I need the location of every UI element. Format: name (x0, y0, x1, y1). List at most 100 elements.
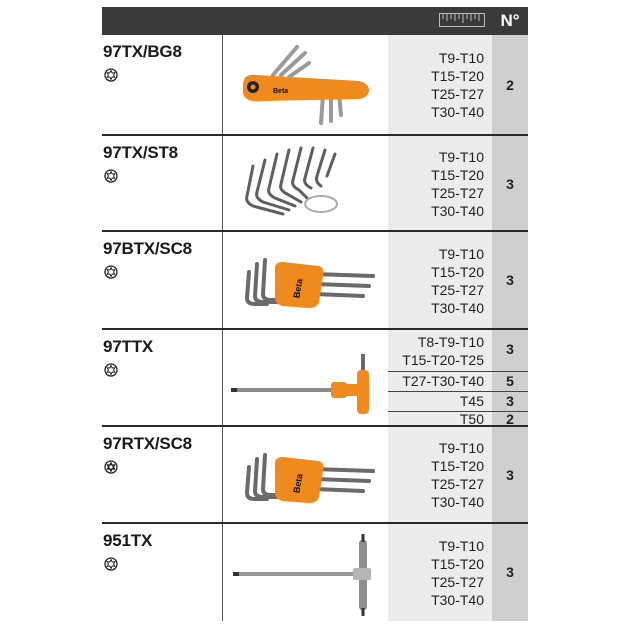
ruler-icon (439, 13, 485, 27)
size-range: T15-T20 (431, 263, 484, 280)
sizes-cell: T9-T10 T15-T20 T25-T27 T30-T40 (388, 524, 492, 621)
sizes-cell: T9-T10 T15-T20 T25-T27 T30-T40 (388, 35, 492, 135)
table-row: 97BTX/SC8 Beta T9-T10 T15-T20 (102, 232, 528, 329)
torx-key-catalog: N° 97TX/BG8 Beta T9-T10 T15-T20 (102, 7, 528, 621)
quantity: 2 (506, 411, 514, 427)
quantity: 2 (506, 77, 514, 93)
product-code: 951TX (103, 531, 153, 550)
tool-image-sliding-t-handle-wrench (223, 524, 387, 621)
product-code: 97RTX/SC8 (103, 434, 192, 453)
size-range: T9-T10 (438, 537, 484, 554)
product-code: 97TTX (103, 337, 154, 356)
code-cell: 97TTX (102, 330, 222, 426)
quantity-column-header: N° (500, 11, 520, 30)
size-range: T9-T10 (438, 50, 484, 66)
tool-image-folding-key-set: Beta (223, 35, 387, 135)
torx-icon (104, 68, 118, 82)
quantity: 3 (506, 393, 514, 409)
quantity-cell: 3 (492, 136, 528, 231)
quantity: 3 (506, 341, 514, 357)
table-header: N° (102, 7, 528, 35)
column-divider (222, 524, 223, 621)
size-range: T25-T27 (431, 184, 484, 201)
brand-label: Beta (273, 88, 288, 95)
quantity: 5 (506, 373, 514, 389)
size-range: T15-T20 (431, 555, 484, 572)
row-divider (102, 522, 528, 524)
size-range: T25-T27 (431, 281, 484, 298)
torx-icon (104, 557, 118, 571)
tool-image-key-set-in-holder: Beta (223, 232, 387, 329)
size-range: T8-T9-T10 (417, 334, 484, 350)
tool-image-key-set-in-holder: Beta (223, 427, 387, 523)
quantity-cell: 3 (492, 427, 528, 523)
sizes-cell: T9-T10 T15-T20 T25-T27 T30-T40 (388, 232, 492, 329)
size-range: T25-T27 (431, 86, 484, 102)
tool-image-key-set-on-ring (223, 136, 387, 231)
product-code: 97TX/ST8 (103, 143, 178, 162)
size-range: T30-T40 (431, 591, 484, 608)
table-row: 951TX T9-T10 T15-T20 T25-T27 T30-T40 3 (102, 524, 528, 621)
torx-icon (104, 169, 118, 183)
code-cell: 97RTX/SC8 (102, 427, 222, 523)
product-code: 97BTX/SC8 (103, 239, 192, 258)
size-range: T50 (459, 411, 484, 427)
size-range: T27-T30-T40 (402, 373, 484, 389)
tamper-torx-icon (104, 460, 118, 474)
code-cell: 97TX/BG8 (102, 35, 222, 135)
column-divider (222, 136, 223, 231)
table-row: 97TX/ST8 T9-T10 (102, 136, 528, 231)
quantity-cell: 3 (492, 524, 528, 621)
size-range: T15-T20 (431, 458, 484, 474)
size-range: T30-T40 (431, 494, 484, 510)
size-range: T45 (459, 393, 484, 409)
size-range: T9-T10 (438, 440, 484, 456)
table-row: 97TTX T8-T9-T10 3 T15-T20-T25 (102, 330, 528, 427)
code-cell: 97TX/ST8 (102, 136, 222, 231)
row-divider (102, 425, 528, 427)
column-divider (222, 232, 223, 329)
sizes-cell: T9-T10 T15-T20 T25-T27 T30-T40 (388, 136, 492, 231)
sub-row: T45 3 (388, 392, 528, 411)
size-range: T25-T27 (431, 476, 484, 492)
quantity-cell: 3 (492, 232, 528, 329)
size-range: T9-T10 (438, 245, 484, 262)
size-range: T30-T40 (431, 104, 484, 120)
sizes-cell: T9-T10 T15-T20 T25-T27 T30-T40 (388, 427, 492, 523)
row-divider (102, 134, 528, 136)
quantity: 3 (506, 467, 514, 483)
code-cell: 97BTX/SC8 (102, 232, 222, 329)
size-range: T30-T40 (431, 202, 484, 219)
product-code: 97TX/BG8 (103, 42, 182, 61)
quantity: 3 (506, 272, 514, 288)
column-divider (222, 330, 223, 426)
sub-row-divider (388, 371, 528, 372)
size-range: T25-T27 (431, 573, 484, 590)
torx-icon (104, 363, 118, 377)
tool-image-t-handle-key (223, 330, 387, 426)
size-range: T15-T20 (431, 166, 484, 183)
size-range: T9-T10 (438, 148, 484, 165)
size-range: T15-T20-T25 (402, 352, 484, 368)
table-row: 97TX/BG8 Beta T9-T10 T15-T20 T25-T27 T (102, 35, 528, 135)
sub-row-divider (388, 411, 528, 412)
quantity: 3 (506, 564, 514, 580)
row-divider (102, 328, 528, 330)
sub-row: T8-T9-T10 3 (388, 333, 528, 357)
brand-label: Beta (291, 277, 304, 299)
sub-row-divider (388, 391, 528, 392)
sub-row: T50 2 (388, 411, 528, 427)
table-row: 97RTX/SC8 Beta T9-T10 T15-T20 (102, 427, 528, 523)
sub-row: T27-T30-T40 5 (388, 372, 528, 391)
code-cell: 951TX (102, 524, 222, 621)
size-range: T30-T40 (431, 299, 484, 316)
quantity: 3 (506, 176, 514, 192)
column-divider (222, 35, 223, 135)
sub-rows (388, 330, 528, 426)
torx-icon (104, 265, 118, 279)
size-range: T15-T20 (431, 68, 484, 84)
row-divider (102, 230, 528, 232)
quantity-cell: 2 (492, 35, 528, 135)
column-divider (222, 427, 223, 523)
sub-row: T15-T20-T25 (388, 351, 528, 370)
